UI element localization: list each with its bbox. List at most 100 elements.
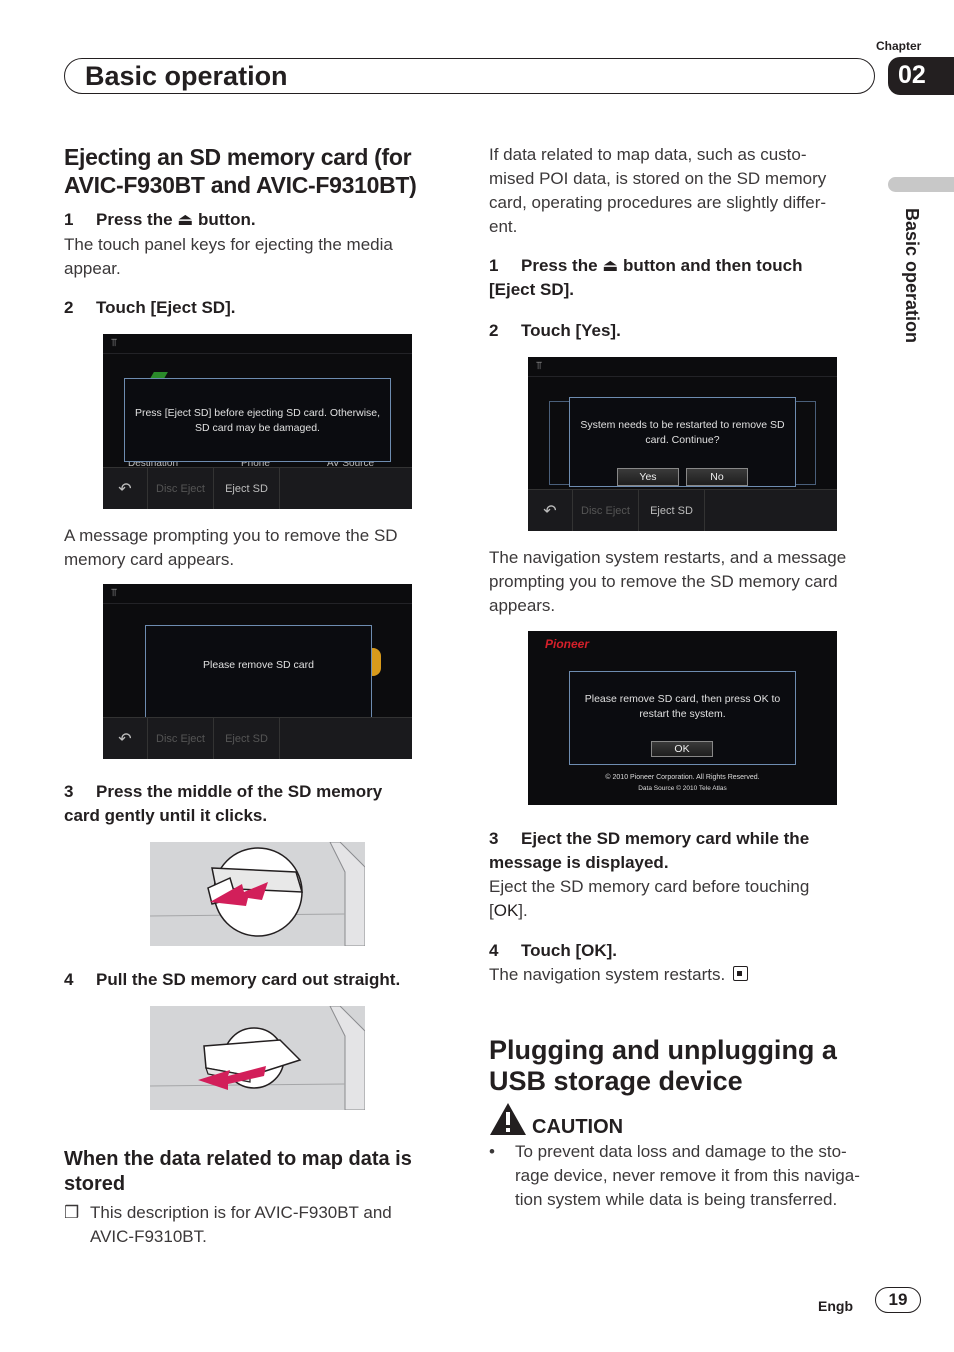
step-number: 3 xyxy=(489,829,499,848)
note-checkbox-icon: ❒ xyxy=(64,1203,80,1222)
illustration-press-card xyxy=(150,842,365,946)
bottom-bar: ↶ Disc Eject Eject SD xyxy=(103,717,412,759)
step-1: 1 Press the ⏏ button. xyxy=(64,208,256,232)
eject-sd-button[interactable]: Eject SD xyxy=(214,718,280,759)
step-number: 1 xyxy=(489,256,499,275)
eject-sd-button[interactable]: Eject SD xyxy=(214,468,280,509)
language-label: Engb xyxy=(818,1298,853,1314)
pioneer-logo: Pioneer xyxy=(545,637,590,651)
heading-line: USB storage device xyxy=(489,1066,743,1096)
heading-line: Plugging and unplugging a xyxy=(489,1035,837,1065)
step-number: 4 xyxy=(489,941,499,960)
bottom-bar: ↶ Disc Eject Eject SD xyxy=(528,489,837,531)
screenshot-remove-sd: ⫪ Please remove SD card ↶ Disc Eject Eje… xyxy=(103,584,412,759)
ok-key-label: OK xyxy=(493,901,519,920)
dialog-text: Please remove SD card, then press OK to xyxy=(584,693,781,705)
caution-label: CAUTION xyxy=(532,1116,624,1138)
yes-button[interactable]: Yes xyxy=(617,468,679,486)
back-icon[interactable]: ↶ xyxy=(103,468,148,509)
restart-message-dialog: Please remove SD card, then press OK to … xyxy=(569,671,796,765)
note: ❒ This description is for AVIC-F930BT an… xyxy=(64,1201,464,1249)
step-text: [Eject SD]. xyxy=(489,280,575,299)
chapter-label: Chapter xyxy=(876,39,922,53)
body-line: AVIC-F9310BT. xyxy=(90,1227,207,1246)
step-text: Touch [OK]. xyxy=(521,941,617,960)
step-number: 2 xyxy=(64,298,74,317)
remove-sd-dialog: Please remove SD card xyxy=(145,625,372,719)
body-line: mised POI data, is stored on the SD memo… xyxy=(489,169,827,188)
back-icon[interactable]: ↶ xyxy=(528,490,573,531)
page-number: 19 xyxy=(875,1287,921,1313)
right-step-1: 1 Press the ⏏ button and then touch [Ejec… xyxy=(489,254,879,302)
no-button[interactable]: No xyxy=(686,468,748,486)
disc-eject-button[interactable]: Disc Eject xyxy=(148,718,214,759)
bracket: ]. xyxy=(518,901,528,920)
step-text: Press the middle of the SD memory xyxy=(96,782,383,801)
dialog-text: Press [Eject SD] before ejecting SD card… xyxy=(134,407,381,419)
right-step-3: 3 Eject the SD memory card while the mess… xyxy=(489,827,884,875)
dialog-text: System needs to be restarted to remove S… xyxy=(580,419,785,431)
illustration-pull-card xyxy=(150,1006,365,1110)
step-text: Press the ⏏ button and then touch xyxy=(521,256,803,275)
step-number: 3 xyxy=(64,782,74,801)
end-of-section-icon xyxy=(732,966,748,981)
eject-sd-button[interactable]: Eject SD xyxy=(639,490,705,531)
back-icon[interactable]: ↶ xyxy=(103,718,148,759)
menu-label-av-source: AV Source xyxy=(327,458,375,469)
section-heading-usb: Plugging and unplugging a USB storage de… xyxy=(489,1035,889,1097)
disc-eject-button[interactable]: Disc Eject xyxy=(573,490,639,531)
right-step-4: 4 Touch [OK]. xyxy=(489,939,617,963)
body-line: rage device, never remove it from this n… xyxy=(515,1166,860,1185)
screen3-caption: The navigation system restarts, and a me… xyxy=(489,546,884,618)
body-line: appears. xyxy=(489,596,556,615)
status-bar: ⫪ xyxy=(103,584,412,604)
step-number: 1 xyxy=(64,210,74,229)
subheading-map-data: When the data related to map data is sto… xyxy=(64,1147,464,1197)
step-text: Eject the SD memory card while the xyxy=(521,829,810,848)
disc-eject-button[interactable]: Disc Eject xyxy=(148,468,214,509)
signal-icon: ⫪ xyxy=(111,337,118,349)
caution-icon xyxy=(489,1102,529,1138)
body-line: tion system while data is being transfer… xyxy=(515,1190,838,1209)
step-text: Pull the SD memory card out straight. xyxy=(96,970,401,989)
status-bar: ⫪ xyxy=(103,334,412,354)
menu-label-destination: Destination xyxy=(128,458,179,469)
dialog-text: restart the system. xyxy=(639,708,726,720)
step-number: 4 xyxy=(64,970,74,989)
screenshot-eject-warning: ⫪ Destination Phone AV Source Press [Eje… xyxy=(103,334,412,509)
body-line: prompting you to remove the SD memory ca… xyxy=(489,572,838,591)
step-text: message is displayed. xyxy=(489,853,669,872)
status-bar: ⫪ xyxy=(528,357,837,377)
section-heading-eject: Ejecting an SD memory card (for AVIC-F93… xyxy=(64,143,464,199)
ok-button[interactable]: OK xyxy=(651,741,713,757)
press-card-drawing xyxy=(150,842,365,946)
bullet: • xyxy=(489,1142,495,1161)
body-line: Eject the SD memory card before touching xyxy=(489,877,810,896)
screenshot-restart-confirm: ⫪ System needs to be restarted to remove… xyxy=(528,357,837,531)
side-tab xyxy=(888,177,954,192)
body-line: If data related to map data, such as cus… xyxy=(489,145,807,164)
body-line: [OK]. xyxy=(489,899,884,923)
page-title: Basic operation xyxy=(85,61,288,91)
step-text: Press the ⏏ button. xyxy=(96,210,256,229)
dialog-text: Please remove SD card xyxy=(203,659,314,671)
body-line: This description is for AVIC-F930BT and xyxy=(90,1203,392,1222)
screenshot-pioneer-restart: Pioneer Please remove SD card, then pres… xyxy=(528,631,837,805)
body-line: ent. xyxy=(489,217,518,236)
pull-card-drawing xyxy=(150,1006,365,1110)
body-line: memory card appears. xyxy=(64,550,235,569)
dialog-text: card. Continue? xyxy=(645,434,720,446)
dialog-text: SD card may be damaged. xyxy=(195,422,320,434)
warning-dialog: Press [Eject SD] before ejecting SD card… xyxy=(124,378,391,462)
data-source-text: Data Source © 2010 Tele Atlas xyxy=(638,785,727,792)
body-line: card, operating procedures are slightly … xyxy=(489,193,827,212)
step-text: Touch [Yes]. xyxy=(521,321,621,340)
right-step-4-description: The navigation system restarts. xyxy=(489,963,748,987)
header-bar: Basic operation xyxy=(64,58,875,94)
body-line: A message prompting you to remove the SD xyxy=(64,526,398,545)
right-intro: If data related to map data, such as cus… xyxy=(489,143,879,239)
step-1-description: The touch panel keys for ejecting the me… xyxy=(64,233,393,281)
body-line: The navigation system restarts, and a me… xyxy=(489,548,847,567)
body-line: appear. xyxy=(64,259,121,278)
